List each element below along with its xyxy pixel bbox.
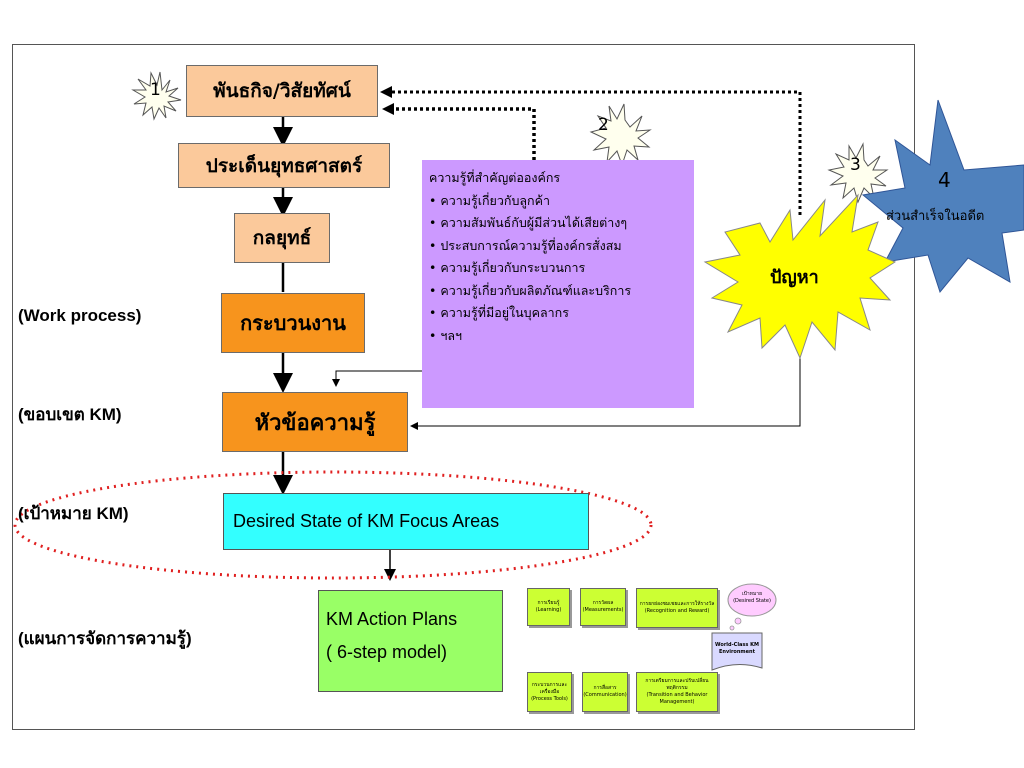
knowledge-item: ความรู้ที่มีอยู่ในบุคลากร: [429, 302, 694, 325]
mini-transition: การเตรียมการและปรับเปลี่ยนพฤติกรรม (Tran…: [636, 672, 718, 712]
knowledge-item: ความรู้เกี่ยวกับลูกค้า: [429, 190, 694, 213]
mini-tools-en: (Process Tools): [531, 695, 568, 702]
knowledge-list-box: ความรู้ที่สำคัญต่อองค์กร ความรู้เกี่ยวกั…: [422, 160, 694, 408]
badge-1-starburst: [131, 71, 182, 121]
badge-2-starburst: [589, 103, 652, 167]
strategic-issues-box: ประเด็นยุทธศาสตร์: [178, 143, 390, 188]
arrow-knowledge-to-topic: [332, 370, 422, 387]
action-plans-line2: ( 6-step model): [326, 642, 448, 662]
mission-box: พันธกิจ/วิสัยทัศน์: [186, 65, 378, 117]
badge-4-number: 4: [938, 168, 951, 192]
environment-document: [711, 632, 763, 671]
label-work-process: (Work process): [18, 306, 142, 325]
mini-reward-en: (Recognition and Reward): [644, 608, 710, 614]
knowledge-item: ความสัมพันธ์กับผู้มีส่วนได้เสียต่างๆ: [429, 212, 694, 235]
knowledge-item: ฯลฯ: [429, 325, 694, 348]
mini-measure-en: (Measurements): [582, 607, 624, 613]
dotted-knowledge-to-mission: [390, 107, 536, 160]
mini-measure-th: การวัดผล: [592, 600, 614, 606]
mini-communication: การสื่อสาร (Communication): [582, 672, 628, 712]
mini-goal-en: (Desired State): [733, 598, 771, 604]
action-plans-line1: KM Action Plans: [326, 609, 458, 629]
mini-learning-th: การเรียนรู้: [537, 600, 560, 606]
badge-4-text: ส่วนสำเร็จในอดีต: [886, 209, 985, 224]
label-km-plan: (แผนการจัดการความรู้): [18, 629, 192, 648]
mini-learning: การเรียนรู้ (Learning): [527, 588, 570, 626]
strategy-box: กลยุทธ์: [234, 213, 330, 263]
label-km-target: (เป้าหมาย KM): [18, 504, 129, 523]
mini-measurements: การวัดผล (Measurements): [580, 588, 626, 626]
badge-4-star: [861, 99, 1024, 294]
mini-comm-th: การสื่อสาร: [593, 685, 617, 691]
knowledge-item: ประสบการณ์ความรู้ที่องค์กรสั่งสม: [429, 235, 694, 258]
mini-environment: World-Class KM Environment: [715, 642, 759, 655]
focus-ellipse: [13, 470, 653, 580]
mini-goal: เป้าหมาย (Desired State): [730, 591, 774, 605]
dotted-problem-to-mission: [390, 90, 802, 215]
slide-frame: [12, 44, 915, 730]
mini-change-th: การเตรียมการและปรับเปลี่ยนพฤติกรรม: [645, 678, 709, 691]
mini-goal-th: เป้าหมาย: [741, 591, 763, 597]
mini-tools-th: กระบวนการและเครื่องมือ: [531, 681, 568, 695]
knowledge-topic-box: หัวข้อความรู้: [222, 392, 408, 452]
mini-reward-th: การยกย่องชมเชยและการให้รางวัล: [639, 601, 715, 607]
problem-star: [703, 193, 897, 360]
mini-learning-en: (Learning): [535, 607, 562, 613]
goal-cloud: [727, 583, 777, 617]
badge-2-label: 2: [598, 115, 609, 135]
badge-3-label: 3: [850, 155, 861, 175]
mini-comm-en: (Communication): [583, 692, 627, 698]
desired-state-box: Desired State of KM Focus Areas: [223, 493, 589, 550]
knowledge-item: ความรู้เกี่ยวกับผลิตภัณฑ์และบริการ: [429, 280, 694, 303]
badge-3-starburst: [827, 142, 889, 204]
action-plans-box: KM Action Plans ( 6-step model): [318, 590, 503, 692]
mini-process-tools: กระบวนการและเครื่องมือ (Process Tools): [527, 672, 572, 712]
knowledge-item: ความรู้เกี่ยวกับกระบวนการ: [429, 257, 694, 280]
badge-1-label: 1: [150, 80, 161, 100]
work-process-box: กระบวนงาน: [221, 293, 365, 353]
problem-label: ปัญหา: [770, 267, 819, 288]
label-km-scope: (ขอบเขต KM): [18, 405, 122, 424]
mini-change-en: (Transition and Behavior Management): [646, 692, 708, 705]
knowledge-list-title: ความรู้ที่สำคัญต่อองค์กร: [429, 170, 561, 185]
mini-reward: การยกย่องชมเชยและการให้รางวัล (Recogniti…: [636, 588, 718, 628]
knowledge-list: ความรู้เกี่ยวกับลูกค้า ความสัมพันธ์กับผู…: [429, 190, 694, 348]
